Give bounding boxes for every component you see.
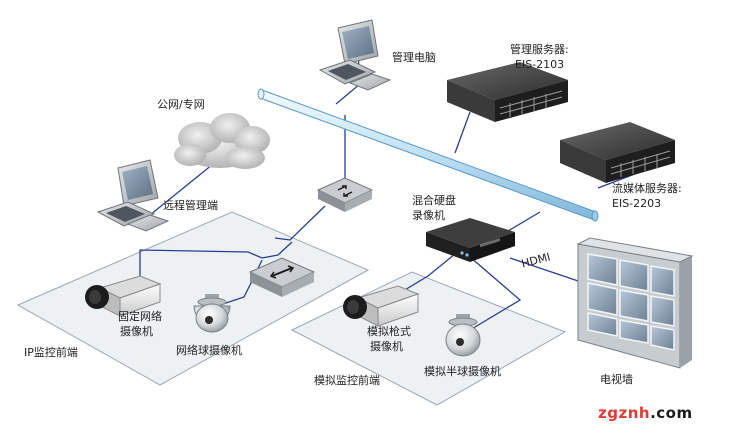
fixed-camera-label-line2: 摄像机 xyxy=(120,325,153,338)
remote-pc-icon xyxy=(96,159,170,232)
analog-dome-camera-icon xyxy=(445,314,481,357)
watermark-part2: .com xyxy=(650,404,693,422)
switch-icon xyxy=(316,177,374,212)
ip-zone-panel xyxy=(16,211,370,386)
analog-zone-label: 模拟监控前端 xyxy=(314,374,380,387)
hybrid-dvr-label-line1: 混合硬盘 xyxy=(412,194,456,207)
public-network-label: 公网/专网 xyxy=(157,98,205,111)
hybrid-dvr-label-line2: 录像机 xyxy=(412,209,445,222)
management-server-model-label: EIS-2103 xyxy=(515,58,565,71)
video-wall-label: 电视墙 xyxy=(600,373,633,386)
management-pc-icon xyxy=(318,19,392,91)
fixed-network-camera-icon xyxy=(85,275,162,317)
remote-client-label: 远程管理端 xyxy=(163,199,218,212)
edge-switch-icon xyxy=(248,257,316,297)
fixed-camera-label-line1: 固定网络 xyxy=(118,310,162,323)
media-server-model-label: EIS-2203 xyxy=(612,197,662,210)
media-server-icon xyxy=(560,122,675,183)
analog-bullet-camera-icon xyxy=(343,285,420,327)
analog-bullet-camera-label-line2: 摄像机 xyxy=(370,340,403,353)
network-dome-camera-icon xyxy=(193,294,231,333)
network-dome-camera-label: 网络球摄像机 xyxy=(176,344,242,357)
media-server-name-label: 流媒体服务器: xyxy=(612,182,682,195)
analog-dome-camera-label: 模拟半球摄像机 xyxy=(424,365,501,378)
management-server-name-label: 管理服务器: xyxy=(510,43,569,56)
watermark: zgznh.com xyxy=(598,404,693,422)
analog-bullet-camera-label-line1: 模拟枪式 xyxy=(367,325,411,338)
ip-zone-label: IP监控前端 xyxy=(24,346,78,359)
video-wall-icon xyxy=(576,237,694,369)
management-pc-label: 管理电脑 xyxy=(392,51,436,64)
cloud-icon xyxy=(174,113,270,169)
watermark-part1: zgznh xyxy=(598,404,651,422)
management-server-icon xyxy=(447,62,568,122)
hybrid-dvr-icon xyxy=(426,218,515,262)
